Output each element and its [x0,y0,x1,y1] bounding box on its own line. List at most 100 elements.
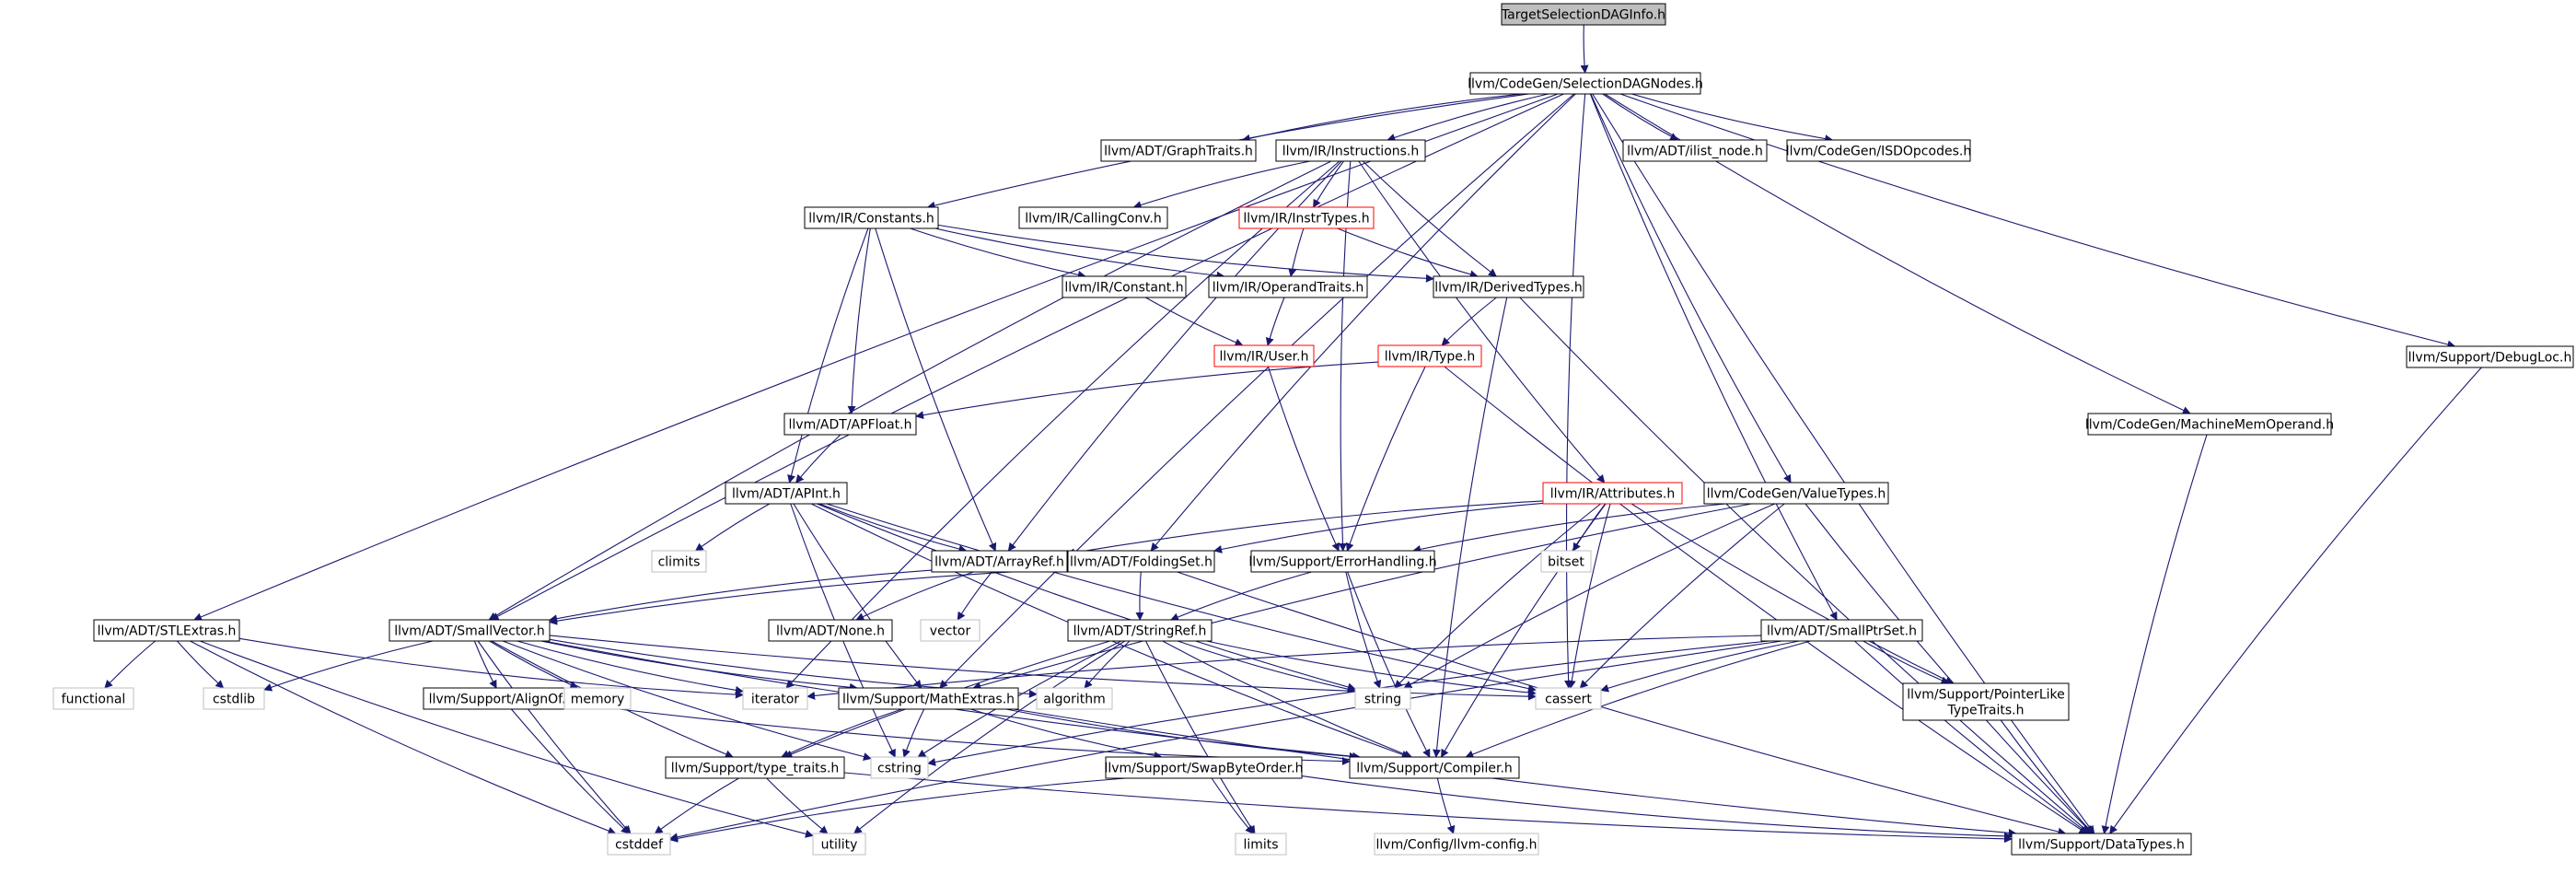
edge-instructions-to-smallvector [488,160,1332,621]
node-vector: vector [920,619,981,642]
edge-type-to-errorhandling [1345,366,1426,552]
node-isd[interactable]: llvm/CodeGen/ISDOpcodes.h [1786,139,1971,162]
node-errorhandling[interactable]: llvm/Support/ErrorHandling.h [1248,550,1437,573]
node-valuetypes-box [1703,482,1889,505]
node-stringref[interactable]: llvm/ADT/StringRef.h [1067,619,1213,642]
node-compiler[interactable]: llvm/Support/Compiler.h [1349,756,1520,779]
node-stlextras-box [93,619,240,642]
node-ilist-label: llvm/ADT/ilist_node.h [1627,145,1763,159]
edge-constants-to-arrayref [875,227,997,552]
edge-pointerlike-to-datatypes [2000,719,2094,834]
edge-foldingset-to-stringref [1135,571,1144,621]
node-ilist[interactable]: llvm/ADT/ilist_node.h [1622,139,1768,162]
edge-sdn-to-debugloc [1619,93,2456,349]
node-sdn[interactable]: llvm/CodeGen/SelectionDAGNodes.h [1468,72,1703,95]
node-sdn-box [1469,72,1701,95]
node-operandtraits-box [1208,275,1368,298]
node-iterator: iterator [742,687,808,710]
node-type[interactable]: llvm/IR/Type.h [1377,344,1482,367]
node-user[interactable]: llvm/IR/User.h [1213,344,1315,367]
node-valuetypes[interactable]: llvm/CodeGen/ValueTypes.h [1703,482,1889,505]
node-foldingset[interactable]: llvm/ADT/FoldingSet.h [1067,550,1215,573]
node-isd-label: llvm/CodeGen/ISDOpcodes.h [1786,145,1971,159]
node-memory-label: memory [571,693,625,707]
node-constant[interactable]: llvm/IR/Constant.h [1062,275,1187,298]
node-datatypes-label: llvm/Support/DataTypes.h [2018,838,2185,853]
node-mmo[interactable]: llvm/CodeGen/MachineMemOperand.h [2085,413,2334,436]
node-instrtypes-box [1238,206,1375,229]
edge-valuetypes-to-errorhandling [1412,503,1726,554]
node-swapbyte-label: llvm/Support/SwapByteOrder.h [1104,762,1303,776]
node-cstdlib-box [203,687,265,710]
node-constants[interactable]: llvm/IR/Constants.h [804,206,939,229]
node-none-box [768,619,893,642]
node-valuetypes-label: llvm/CodeGen/ValueTypes.h [1707,487,1886,502]
node-apint[interactable]: llvm/ADT/APInt.h [725,482,848,505]
node-climits-label: climits [658,555,701,570]
edge-constants-to-apint [787,227,869,484]
node-instructions[interactable]: llvm/IR/Instructions.h [1275,139,1426,162]
node-swapbyte[interactable]: llvm/Support/SwapByteOrder.h [1104,756,1304,779]
edge-smallvector-to-cstring [502,640,872,761]
node-datatypes[interactable]: llvm/Support/DataTypes.h [2011,833,2192,856]
edge-smallvector-to-cassert [549,635,1537,701]
edge-smallptrset-to-iterator [806,635,1762,700]
edge-smallvector-to-iterator [516,640,744,694]
node-alignof-label: llvm/Support/AlignOf.h [429,693,574,707]
node-alignof[interactable]: llvm/Support/AlignOf.h [423,687,580,710]
node-bitset-box [1540,550,1592,573]
node-apfloat[interactable]: llvm/ADT/APFloat.h [783,413,917,436]
edge-attributes-to-string [1394,503,1601,689]
node-memory-box [563,687,632,710]
node-functional-label: functional [62,693,126,707]
node-graphtraits[interactable]: llvm/ADT/GraphTraits.h [1100,139,1257,162]
edge-stlextras-to-functional [104,640,156,689]
node-instrtypes-label: llvm/IR/InstrTypes.h [1243,212,1369,227]
node-arrayref[interactable]: llvm/ADT/ArrayRef.h [931,550,1068,573]
edge-errorhandling-to-string [1345,571,1382,689]
node-vector-box [920,619,981,642]
edge-typetraits-to-datatypes [843,772,2013,844]
node-cstring-label: cstring [877,762,922,776]
edge-smallvector-to-alignof [473,640,497,689]
node-climits-box [651,550,707,573]
node-derivedtypes-box [1433,275,1584,298]
node-operandtraits-label: llvm/IR/OperandTraits.h [1213,281,1363,296]
node-none[interactable]: llvm/ADT/None.h [768,619,893,642]
node-debugloc[interactable]: llvm/Support/DebugLoc.h [2406,345,2574,368]
edge-mathextras-to-swapbyte [970,708,1163,760]
node-smallvector-box [389,619,551,642]
edge-smallptrset-to-cstddef [669,640,1782,842]
node-typetraits-box [665,756,845,779]
edge-debugloc-to-datatypes [2109,367,2482,834]
edge-smallptrset-to-datatypes [1854,640,2090,834]
node-smallvector[interactable]: llvm/ADT/SmallVector.h [389,619,551,642]
node-constants-label: llvm/IR/Constants.h [808,212,934,227]
edge-foldingset-to-smallvector [549,568,1069,625]
node-instrtypes[interactable]: llvm/IR/InstrTypes.h [1238,206,1375,229]
node-string-label: string [1364,693,1401,707]
edge-sdn-to-isd [1631,93,1834,144]
node-operandtraits[interactable]: llvm/IR/OperandTraits.h [1208,275,1368,298]
edge-errorhandling-to-stringref [1169,571,1312,622]
node-datatypes-box [2011,833,2192,856]
node-typetraits[interactable]: llvm/Support/type_traits.h [665,756,845,779]
edge-foldingset-to-datatypes [1177,571,2067,836]
node-smallptrset[interactable]: llvm/ADT/SmallPtrSet.h [1760,619,1923,642]
node-cstring: cstring [870,756,929,779]
node-stlextras[interactable]: llvm/ADT/STLExtras.h [93,619,240,642]
node-foldingset-box [1067,550,1215,573]
node-mathextras[interactable]: llvm/Support/MathExtras.h [838,687,1019,710]
node-errorhandling-label: llvm/Support/ErrorHandling.h [1248,555,1436,570]
node-derivedtypes[interactable]: llvm/IR/DerivedTypes.h [1433,275,1584,298]
edge-stringref-to-cassert [1206,640,1537,697]
edge-smallvector-to-mathextras [540,640,858,692]
node-attributes[interactable]: llvm/IR/Attributes.h [1542,482,1683,505]
node-callingconv[interactable]: llvm/IR/CallingConv.h [1018,206,1168,229]
edge-instructions-to-attributes [1358,160,1606,484]
edge-type-to-apfloat [915,361,1379,420]
edge-mathextras-to-cstring [902,708,925,758]
node-iterator-box [742,687,808,710]
